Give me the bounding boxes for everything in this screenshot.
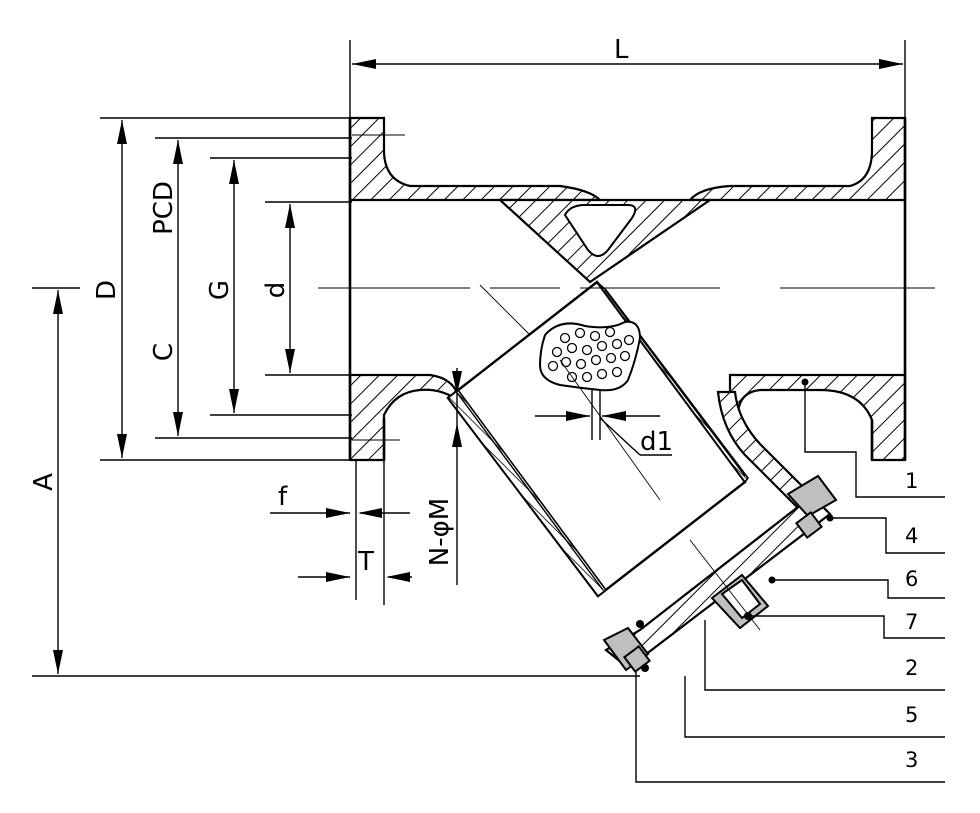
label-G: G bbox=[205, 280, 235, 300]
dimension-D: D bbox=[92, 117, 384, 461]
dimension-G: G bbox=[205, 157, 352, 416]
part-number: 7 bbox=[905, 610, 918, 634]
part-number: 2 bbox=[905, 656, 918, 680]
dimension-A: A bbox=[29, 287, 640, 677]
perforation-holes bbox=[547, 326, 635, 383]
screen-basket bbox=[446, 280, 750, 598]
label-PCD: PCD bbox=[149, 181, 179, 235]
flange-outlines bbox=[348, 118, 907, 460]
dimension-PCD: PCD C bbox=[149, 137, 352, 439]
label-T: T bbox=[357, 547, 374, 577]
part-number: 5 bbox=[905, 703, 918, 727]
dimension-L: L bbox=[349, 35, 906, 118]
part-callouts: 1 4 6 7 2 5 3 bbox=[635, 378, 945, 783]
part-number: 1 bbox=[905, 469, 918, 493]
label-d: d bbox=[261, 282, 291, 299]
perforated-detail bbox=[538, 320, 642, 392]
label-d1: d1 bbox=[640, 427, 673, 457]
center-lines bbox=[318, 134, 935, 631]
label-D: D bbox=[92, 280, 122, 300]
dimension-NM: N-φM bbox=[425, 368, 462, 585]
part-number: 6 bbox=[905, 567, 918, 591]
dimension-d1: d1 bbox=[535, 411, 673, 457]
label-N-phi-M: N-φM bbox=[425, 498, 455, 566]
dimension-f-T: f T bbox=[270, 460, 412, 605]
label-A: A bbox=[29, 473, 59, 491]
label-L: L bbox=[614, 35, 629, 65]
part-number: 3 bbox=[905, 748, 918, 772]
part-number: 4 bbox=[905, 524, 918, 548]
cover-assembly bbox=[602, 474, 838, 674]
label-f: f bbox=[278, 482, 288, 512]
label-C: C bbox=[149, 343, 179, 361]
dimension-d: d bbox=[261, 201, 352, 376]
